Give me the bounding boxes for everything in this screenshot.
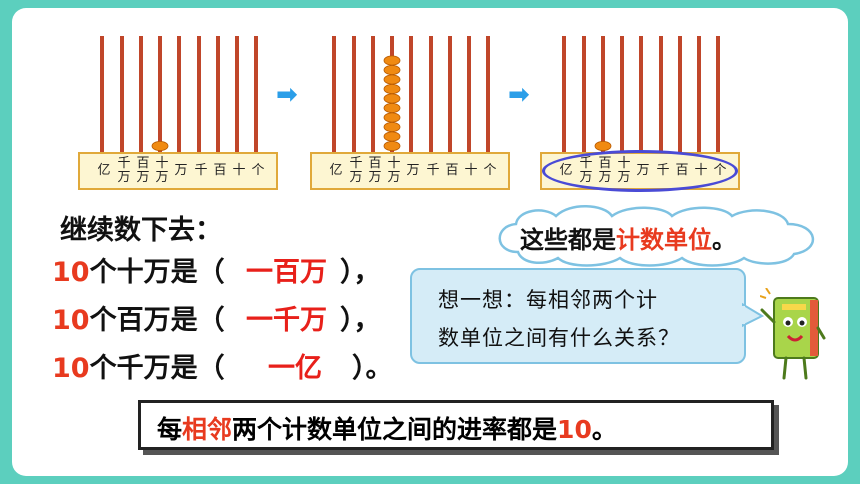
abacus-rod (139, 36, 143, 154)
book-mascot-icon (760, 288, 826, 380)
abacus-rod (158, 36, 162, 154)
abacus-bead (151, 141, 169, 152)
abacus-rod (371, 36, 375, 154)
abacus-place-label: 个 (483, 163, 497, 178)
line-3: 10个千万是（ (52, 346, 225, 385)
line-3-close: ）。 (352, 353, 393, 384)
highlight-oval (542, 150, 738, 192)
line-2-close: ）， (340, 305, 381, 336)
abacus-rod (352, 36, 356, 154)
banner-h1: 相邻 (182, 415, 233, 444)
abacus-2: 亿千万百万十万万千百十个 (310, 34, 510, 194)
abacus-place-label: 万 (406, 163, 420, 178)
banner-h2: 10 (557, 415, 592, 444)
think-box: 想一想：每相邻两个计 数单位之间有什么关系？ (410, 268, 746, 364)
line-1-answer: 一百万 (246, 257, 327, 288)
abacus-place-label: 百万 (136, 156, 150, 185)
abacus-place-label: 百 (213, 163, 227, 178)
abacus-rod (659, 36, 663, 154)
banner-p1: 每 (157, 415, 183, 444)
abacus-rod (620, 36, 624, 154)
right-arrow-icon: ➡ (508, 80, 530, 110)
abacus-rod (332, 36, 336, 154)
abacus-place-label: 十 (232, 163, 246, 178)
abacus-rod (120, 36, 124, 154)
abacus-frame: 亿千万百万十万万千百十个 (78, 152, 278, 190)
abacus-frame: 亿千万百万十万万千百十个 (310, 152, 510, 190)
line-2-answer: 一千万 (246, 305, 327, 336)
abacus-rod (429, 36, 433, 154)
abacus-place-label: 百 (445, 163, 459, 178)
abacus-rod (582, 36, 586, 154)
abacus-rod (639, 36, 643, 154)
abacus-bead (594, 141, 612, 152)
abacus-rod (486, 36, 490, 154)
heading: 继续数下去： (60, 215, 222, 246)
abacus-rod (235, 36, 239, 154)
abacus-bead (383, 103, 401, 114)
think-line-1: 想一想：每相邻两个计 (438, 288, 658, 312)
abacus-rods (100, 36, 258, 154)
line-1: 10个十万是（ (52, 250, 225, 289)
line-2-text: 个百万是（ (89, 305, 225, 336)
abacus-bead (383, 131, 401, 142)
abacus-rods (562, 36, 720, 154)
abacus-rod (697, 36, 701, 154)
cloud-prefix: 这些都是 (520, 226, 616, 254)
abacus-rod (562, 36, 566, 154)
abacus-rod (197, 36, 201, 154)
abacus-place-label: 十 (464, 163, 478, 178)
abacus-rod (216, 36, 220, 154)
abacus-place-label: 百万 (368, 156, 382, 185)
line-3-answer: 一亿 (268, 353, 322, 384)
abacus-rod (448, 36, 452, 154)
abacus-place-label: 千 (194, 163, 208, 178)
line-2-number: 10 (52, 305, 90, 336)
abacus-place-label: 万 (174, 163, 188, 178)
banner-p3: 。 (591, 415, 617, 444)
line-3-text: 个千万是（ (89, 353, 225, 384)
think-line-2: 数单位之间有什么关系？ (438, 326, 680, 350)
line-2: 10个百万是（ (52, 298, 225, 337)
abacus-place-label: 千 (426, 163, 440, 178)
abacus-place-label: 亿 (97, 163, 111, 178)
line-1-close: ）， (340, 257, 381, 288)
abacus-rods (332, 36, 490, 154)
banner-text: 每相邻两个计数单位之间的进率都是10。 (157, 410, 617, 446)
abacus-bead (383, 64, 401, 75)
abacus-rod (678, 36, 682, 154)
cloud-suffix: 。 (712, 226, 736, 254)
abacus-rod (100, 36, 104, 154)
abacus-rod (177, 36, 181, 154)
abacus-bead (383, 84, 401, 95)
conclusion-banner: 每相邻两个计数单位之间的进率都是10。 (138, 400, 774, 450)
banner-p2: 两个计数单位之间的进率都是 (232, 415, 558, 444)
abacus-rod (716, 36, 720, 154)
cloud-text: 这些都是计数单位。 (520, 220, 736, 255)
abacus-place-label: 个 (251, 163, 265, 178)
abacus-rod (601, 36, 605, 154)
abacus-1: 亿千万百万十万万千百十个 (78, 34, 278, 194)
abacus-place-label: 千万 (349, 156, 363, 185)
line-3-number: 10 (52, 353, 90, 384)
abacus-place-label: 千万 (117, 156, 131, 185)
abacus-bead (383, 122, 401, 133)
abacus-place-label: 亿 (329, 163, 343, 178)
abacus-place-label: 十万 (155, 156, 169, 185)
abacus-place-label: 十万 (387, 156, 401, 185)
right-arrow-icon: ➡ (276, 80, 298, 110)
abacus-bead (383, 55, 401, 66)
abacus-bead (383, 112, 401, 123)
cloud-highlight: 计数单位 (616, 226, 712, 254)
cloud-bubble (498, 205, 814, 267)
abacus-rod (409, 36, 413, 154)
think-pointer (742, 302, 764, 328)
abacus-bead (383, 93, 401, 104)
abacus-rod (467, 36, 471, 154)
abacus-rod (254, 36, 258, 154)
line-1-number: 10 (52, 257, 90, 288)
line-1-text: 个十万是（ (89, 257, 225, 288)
abacus-bead (383, 74, 401, 85)
abacus-bead (383, 141, 401, 152)
